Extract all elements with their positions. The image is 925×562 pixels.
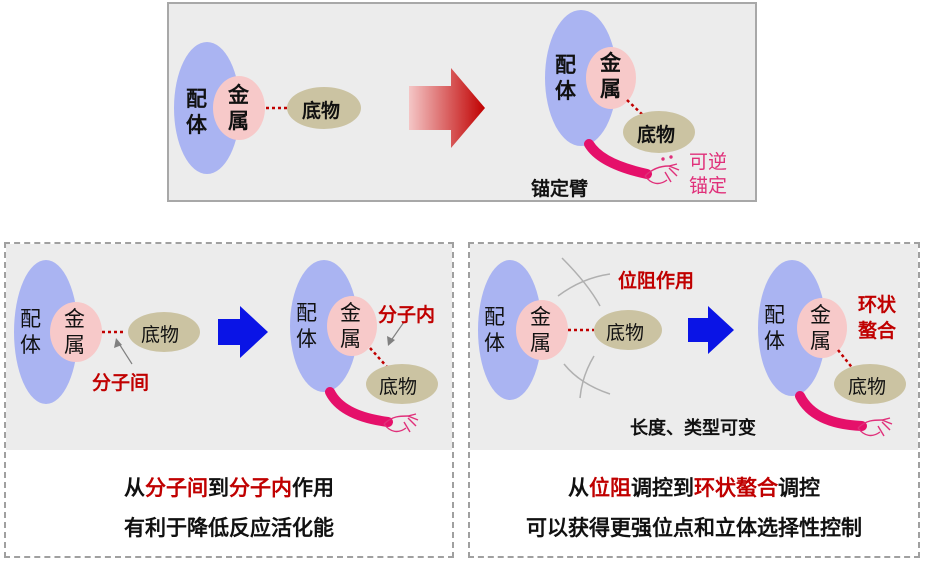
top-panel: 配体 金属 底物 配体 金属 底物 锚定臂 可逆锚定: [167, 2, 757, 202]
cyclic-chelation-label: 环状螯合: [858, 294, 897, 342]
right-panel-graphics: [478, 257, 906, 437]
substrate-label: 底物: [302, 100, 341, 122]
hand-icon: [644, 155, 680, 185]
pointer-arrowhead: [387, 336, 395, 346]
top-panel-graphics: [174, 10, 695, 185]
hand-icon: [383, 413, 419, 433]
reaction-arrow: [409, 68, 485, 148]
length-type-variable-label: 长度、类型可变: [630, 418, 756, 439]
anchor-arm-label: 锚定臂: [531, 178, 589, 200]
left-panel-graphics: [14, 260, 438, 433]
transition-arrow: [688, 306, 734, 354]
interaction-dots: [837, 349, 855, 371]
substrate-ellipse: [594, 310, 662, 350]
ligand-label: 配体: [484, 305, 505, 355]
substrate-ellipse: [128, 312, 200, 352]
reversible-anchor-label: 可逆锚定: [689, 151, 728, 197]
pointer-arrowhead: [114, 338, 122, 348]
ligand-label: 配体: [296, 301, 317, 351]
metal-label: 金属: [228, 83, 249, 133]
left-panel: 配体 金属 底物 分子间 配体 金属 底物 分子内 从分子间到分子内作用 有利于…: [4, 242, 454, 558]
metal-label: 金属: [810, 303, 831, 353]
ligand-label: 配体: [764, 303, 785, 353]
left-caption-line2: 有利于降低反应活化能: [124, 516, 334, 540]
metal-ellipse: [327, 296, 377, 356]
substrate-ellipse: [834, 364, 906, 404]
chelation-arm: [795, 391, 867, 431]
intermolecular-label: 分子间: [92, 372, 150, 394]
right-caption-line1: 从位阻调控到环状螯合调控: [568, 476, 820, 500]
substrate-label: 底物: [379, 376, 418, 398]
substrate-ellipse: [623, 111, 695, 153]
ligand-ellipse: [545, 10, 617, 146]
intramolecular-label: 分子内: [378, 304, 436, 326]
ligand-label: 配体: [555, 53, 576, 103]
anchor-arm: [325, 387, 393, 427]
metal-label: 金属: [530, 305, 551, 355]
metal-ellipse: [213, 76, 265, 140]
pointer-arrow: [389, 321, 405, 343]
substrate-label: 底物: [637, 124, 676, 146]
metal-label: 金属: [64, 307, 85, 357]
right-panel: 配体 金属 底物 位阻作用 配体 金属 底物 环状螯合 长度、类型可变 从位阻调…: [468, 242, 920, 558]
anchor-arm: [584, 139, 652, 179]
ligand-ellipse: [290, 260, 358, 392]
steric-arc: [561, 257, 601, 307]
right-caption-line2: 可以获得更强位点和立体选择性控制: [526, 516, 862, 540]
substrate-label: 底物: [848, 376, 887, 398]
ligand-label: 配体: [186, 87, 207, 137]
steric-effect-label: 位阻作用: [618, 270, 695, 292]
metal-ellipse: [586, 47, 636, 109]
substrate-label: 底物: [141, 324, 180, 346]
steric-arc: [557, 273, 611, 297]
metal-ellipse: [50, 302, 102, 362]
metal-ellipse: [797, 298, 847, 358]
metal-label: 金属: [600, 51, 621, 101]
metal-ellipse: [516, 300, 568, 360]
ligand-ellipse: [758, 260, 826, 396]
substrate-ellipse: [287, 87, 361, 129]
steric-arc: [579, 355, 595, 399]
transition-arrow: [218, 306, 268, 358]
substrate-ellipse: [366, 364, 438, 404]
substrate-label: 底物: [606, 322, 645, 344]
hand-icon: [857, 417, 893, 437]
ligand-label: 配体: [20, 307, 41, 357]
interaction-dots: [369, 347, 389, 369]
pointer-arrow: [117, 341, 133, 365]
ligand-ellipse: [14, 260, 78, 404]
ligand-ellipse: [174, 42, 240, 174]
metal-label: 金属: [340, 301, 361, 351]
ligand-ellipse: [478, 260, 542, 400]
left-caption-line1: 从分子间到分子内作用: [124, 476, 334, 500]
interaction-dots: [626, 99, 647, 119]
